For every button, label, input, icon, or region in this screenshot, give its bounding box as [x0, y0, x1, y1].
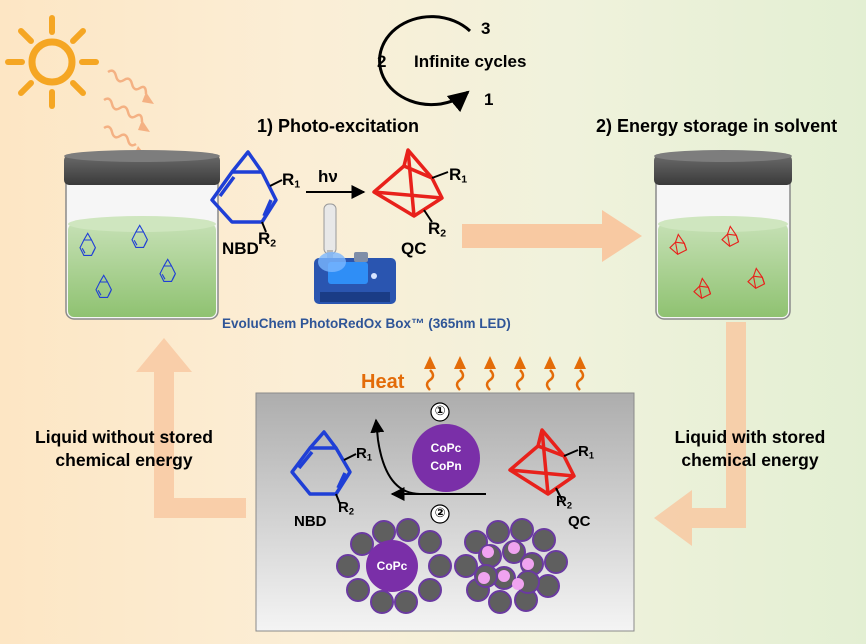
- composite-label: CoPc: [376, 559, 408, 573]
- cycle-arrow-icon: [378, 15, 472, 113]
- qc-molecule-box: [508, 428, 576, 496]
- step-marker-1: ①: [434, 403, 446, 418]
- cycle-step-1: 1: [484, 90, 494, 109]
- right-side-label: Liquid with stored chemical energy: [674, 427, 826, 470]
- hv-label: hν: [318, 167, 338, 186]
- r1-label-nbd: R1: [282, 170, 301, 191]
- qc-molecule: [372, 148, 444, 218]
- copn-composite: [454, 518, 568, 614]
- sun-icon: [5, 15, 99, 109]
- r1-label-qc: R1: [449, 165, 468, 186]
- heat-label: Heat: [361, 371, 405, 393]
- wavy-light-icon: [103, 69, 154, 156]
- left-side-label: Liquid without stored chemical energy: [35, 427, 213, 470]
- step-marker-2: ②: [434, 505, 446, 520]
- nbd-molecule-box: [290, 430, 352, 496]
- r2-label-nbd-box: R2: [338, 499, 355, 517]
- nbd-label-box: NBD: [294, 513, 327, 530]
- r2-label-qc-box: R2: [556, 493, 573, 511]
- r2-label-qc: R2: [428, 219, 447, 240]
- cycle-step-2: 2: [377, 52, 387, 71]
- device-caption: EvoluChem PhotoRedOx Box™ (365nm LED): [222, 316, 511, 331]
- r2-label-nbd: R2: [258, 229, 277, 250]
- step-energy-storage: 2) Energy storage in solvent: [596, 116, 838, 136]
- qc-label-box: QC: [568, 513, 591, 530]
- catalyst-label-2: CoPn: [430, 459, 462, 473]
- catalyst-sphere: [412, 424, 480, 492]
- wavy-heat-icon: [424, 356, 586, 391]
- r1-label-nbd-box: R1: [356, 445, 373, 463]
- jar-left: [64, 150, 220, 320]
- cycle-title: Infinite cycles: [414, 52, 527, 71]
- flow-arrow-right: [462, 210, 642, 262]
- copc-composite: [336, 518, 452, 614]
- flow-arrow-left: [136, 338, 246, 518]
- step-photo-excitation: 1) Photo-excitation: [257, 116, 420, 136]
- cycle-step-3: 3: [481, 19, 491, 38]
- flow-arrow-down: [654, 322, 746, 546]
- qc-label: QC: [401, 239, 427, 258]
- catalyst-label-1: CoPc: [430, 441, 462, 455]
- photoreactor-device: [314, 203, 396, 304]
- nbd-label: NBD: [222, 239, 259, 258]
- r1-label-qc-box: R1: [578, 443, 595, 461]
- jar-right: [654, 150, 792, 320]
- nbd-molecule: [210, 150, 278, 224]
